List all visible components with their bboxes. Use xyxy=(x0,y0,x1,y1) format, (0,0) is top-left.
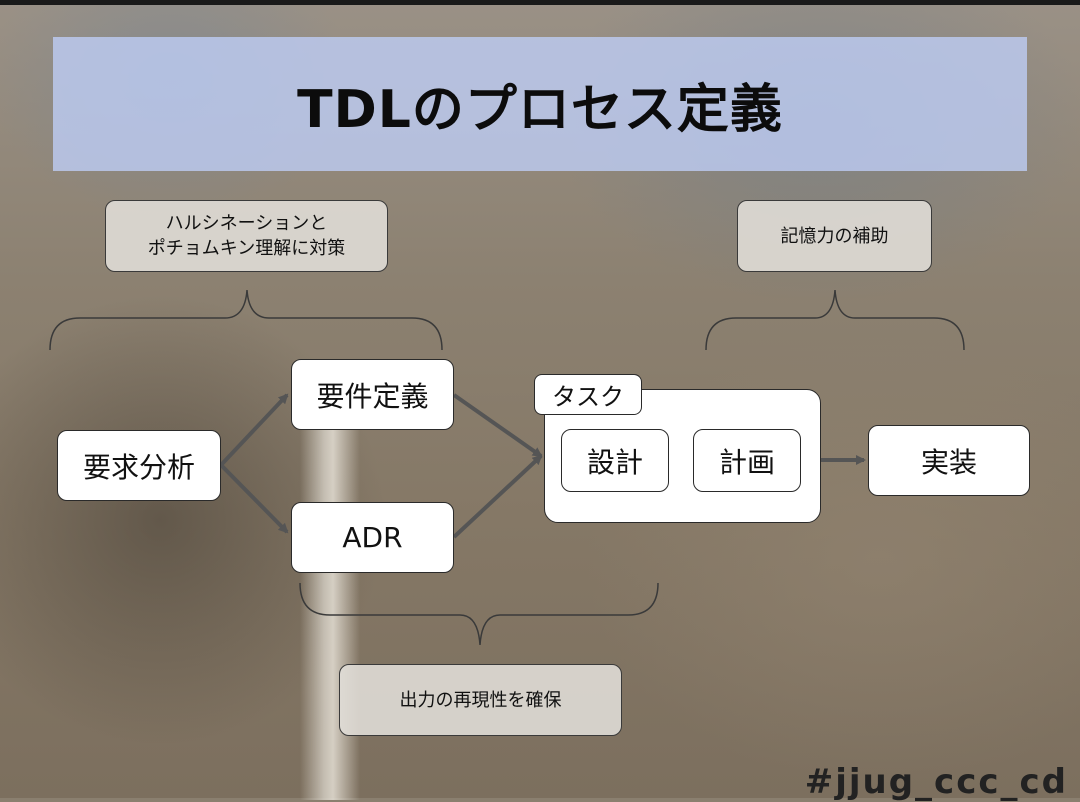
node-requirement-definition-label: 要件定義 xyxy=(316,379,429,413)
node-design-label: 設計 xyxy=(586,445,643,479)
node-implementation-label: 実装 xyxy=(920,445,977,479)
node-adr: ADR xyxy=(291,502,454,573)
task-group-label: タスク xyxy=(552,383,624,411)
node-implementation: 実装 xyxy=(868,425,1030,496)
node-requirement-analysis: 要求分析 xyxy=(57,430,221,501)
task-group-tab: タスク xyxy=(534,374,642,415)
node-design: 設計 xyxy=(561,429,669,492)
node-plan-label: 計画 xyxy=(718,445,775,479)
note-reproducibility-text: 出力の再現性を確保 xyxy=(399,689,562,711)
title-banner: TDLのプロセス定義 xyxy=(53,37,1027,171)
node-adr-label: ADR xyxy=(342,521,403,554)
note-reproducibility: 出力の再現性を確保 xyxy=(339,664,622,736)
top-border xyxy=(0,0,1080,5)
background-waterfall xyxy=(300,420,360,800)
note-hallucination-line2: ポチョムキン理解に対策 xyxy=(147,238,346,259)
footer-hashtag: #jjug_ccc_cd xyxy=(804,762,1068,802)
note-hallucination: ハルシネーションと ポチョムキン理解に対策 xyxy=(105,200,388,272)
note-hallucination-line1: ハルシネーションと xyxy=(165,213,328,234)
node-plan: 計画 xyxy=(693,429,801,492)
note-memory: 記憶力の補助 xyxy=(737,200,932,272)
node-requirement-analysis-label: 要求分析 xyxy=(82,450,195,484)
note-memory-text: 記憶力の補助 xyxy=(780,225,889,247)
node-requirement-definition: 要件定義 xyxy=(291,359,454,430)
slide-title: TDLのプロセス定義 xyxy=(297,79,783,140)
